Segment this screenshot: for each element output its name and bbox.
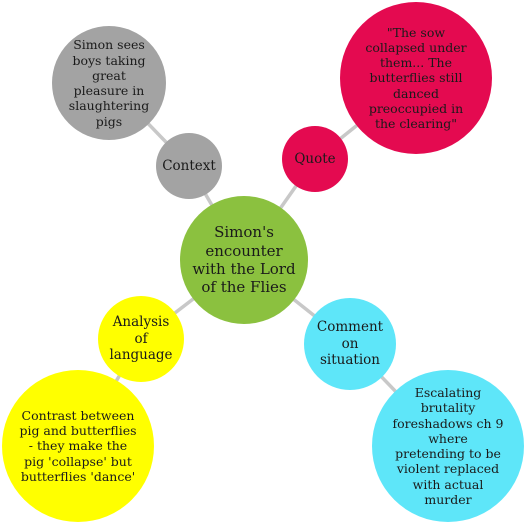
analysis-node: Analysis of language [98,296,184,382]
analysis-detail-text: Contrast between pig and butterflies - t… [19,407,137,484]
comment-detail-node: Escalating brutality foreshadows ch 9 wh… [372,370,524,522]
analysis-detail-node: Contrast between pig and butterflies - t… [2,370,154,522]
central-topic-label: Simon's encounter with the Lord of the F… [192,223,296,297]
quote-label: Quote [294,150,336,167]
central-topic-node: Simon's encounter with the Lord of the F… [180,196,308,324]
context-label: Context [162,157,216,174]
quote-detail-text: "The sow collapsed under them... The but… [365,24,467,132]
quote-detail-node: "The sow collapsed under them... The but… [340,2,492,154]
context-detail-text: Simon sees boys taking great pleasure in… [68,37,150,129]
comment-label: Comment on situation [316,319,384,369]
context-detail-node: Simon sees boys taking great pleasure in… [52,26,166,140]
analysis-label: Analysis of language [109,314,173,364]
context-node: Context [156,133,222,199]
comment-node: Comment on situation [304,298,396,390]
quote-node: Quote [282,126,348,192]
comment-detail-text: Escalating brutality foreshadows ch 9 wh… [392,385,504,507]
